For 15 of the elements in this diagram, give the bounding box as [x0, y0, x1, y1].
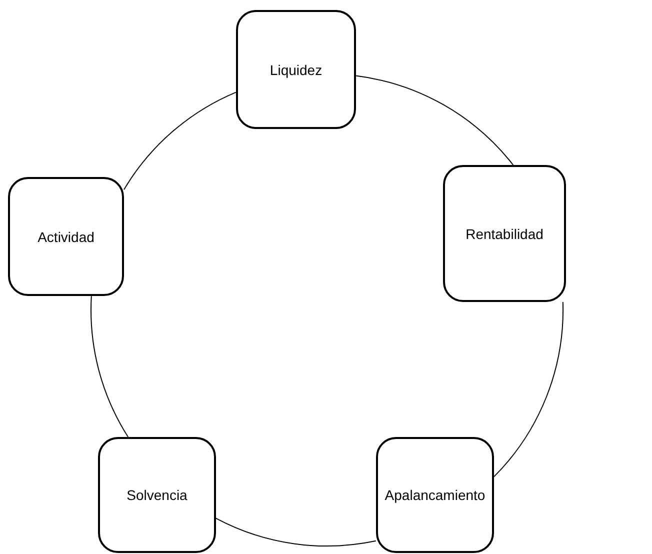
box-label: Liquidez	[270, 62, 322, 78]
rounded-box	[236, 10, 356, 129]
arc-connector	[124, 92, 236, 190]
box-label: Apalancamiento	[384, 487, 486, 503]
box-label: Actividad	[38, 228, 94, 244]
box-label: Solvencia	[126, 487, 188, 503]
rounded-box	[98, 437, 216, 553]
rounded-box	[376, 437, 494, 553]
arc-connector	[494, 302, 564, 478]
rounded-box	[8, 177, 124, 296]
rounded-box	[443, 165, 566, 302]
arc-connector	[90, 296, 129, 438]
arc-connector	[356, 75, 514, 166]
box-label: Rentabilidad	[466, 226, 544, 242]
arc-connector	[216, 518, 376, 546]
